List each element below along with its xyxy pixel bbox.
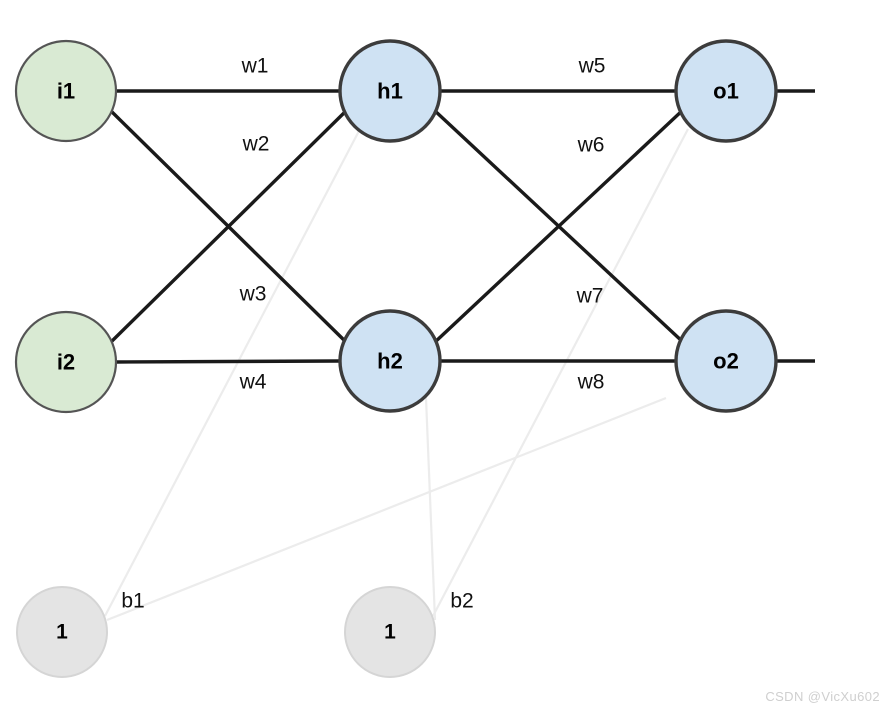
node-o1[interactable]: [674, 39, 778, 143]
weight-label-w1: w1: [241, 55, 269, 78]
node-i1-label: i1: [57, 79, 75, 104]
hidden-nodes-group: h1 h2: [338, 39, 442, 413]
weight-edge-w4: [115, 359, 341, 364]
input-nodes-group: i1 i2: [14, 39, 118, 414]
bias-node-b1-label: 1: [56, 621, 68, 644]
bias-edges-group: [104, 128, 689, 622]
node-h1-label: h1: [377, 79, 403, 104]
weight-label-w4: w4: [239, 371, 267, 394]
node-o2[interactable]: [674, 309, 778, 413]
weight-label-w3: w3: [239, 283, 267, 306]
weight-label-w5: w5: [578, 55, 606, 78]
bias-node-b2-label: 1: [384, 621, 396, 644]
bias-label-b1: b1: [121, 590, 144, 613]
bias-edge-b2-o1: [432, 128, 689, 617]
bias-label-b2: b2: [450, 590, 473, 613]
weight-edges-group: [108, 89, 686, 364]
bias-edge-b2-h2: [424, 397, 437, 621]
weight-labels-group: w1 w2 w3 w4 w5 w6 w7 w8: [239, 55, 606, 394]
node-i2[interactable]: [14, 310, 118, 414]
weight-label-w8: w8: [577, 371, 605, 394]
bias-nodes-group: 1 1: [16, 586, 436, 678]
bias-labels-group: b1 b2: [121, 590, 473, 613]
bias-node-b1[interactable]: [16, 586, 108, 678]
bias-edge-b1-o2: [106, 396, 667, 622]
weight-label-w2: w2: [242, 133, 270, 156]
output-nodes-group: o1 o2: [674, 39, 778, 413]
node-o2-label: o2: [713, 349, 739, 374]
node-h1[interactable]: [338, 39, 442, 143]
weight-label-w7: w7: [576, 285, 604, 308]
node-i2-label: i2: [57, 350, 75, 375]
weight-label-w6: w6: [577, 134, 605, 157]
weight-edge-w7: [432, 107, 686, 345]
bias-node-b2[interactable]: [344, 586, 436, 678]
node-i1[interactable]: [14, 39, 118, 143]
weight-edge-w3: [108, 107, 350, 345]
watermark: CSDN @VicXu602: [765, 689, 880, 704]
bias-edge-b1-h1: [104, 128, 361, 617]
output-edges-group: [776, 89, 815, 363]
node-h2[interactable]: [338, 309, 442, 413]
node-o1-label: o1: [713, 79, 739, 104]
node-h2-label: h2: [377, 349, 403, 374]
